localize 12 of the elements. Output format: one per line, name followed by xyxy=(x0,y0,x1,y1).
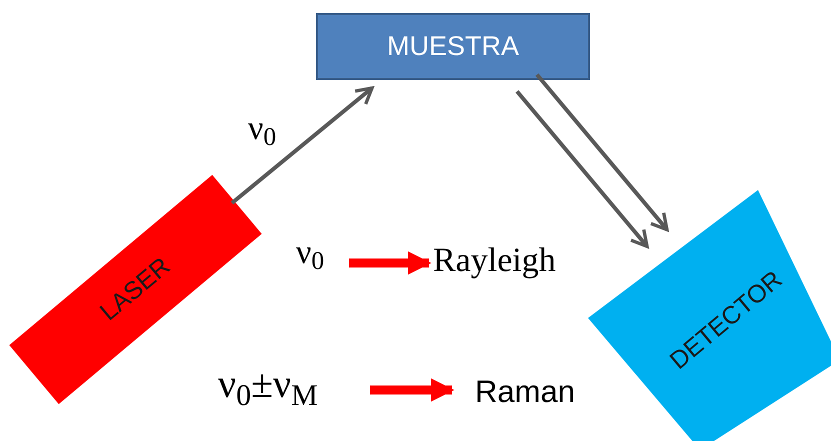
sample-box xyxy=(316,13,590,80)
arrow xyxy=(230,86,374,205)
node-text: Rayleigh xyxy=(433,244,556,278)
node-text: ν$_{0}$ xyxy=(296,236,324,270)
node-text: ν$_{0}$±ν$_{M}$ xyxy=(218,364,318,404)
arrow xyxy=(535,73,669,232)
arrow xyxy=(516,90,649,248)
arrow xyxy=(370,378,454,402)
detector-trapezoid xyxy=(588,190,831,441)
node-text: Raman xyxy=(475,376,575,407)
arrow xyxy=(349,251,432,275)
node-text: MUESTRA xyxy=(386,30,519,64)
